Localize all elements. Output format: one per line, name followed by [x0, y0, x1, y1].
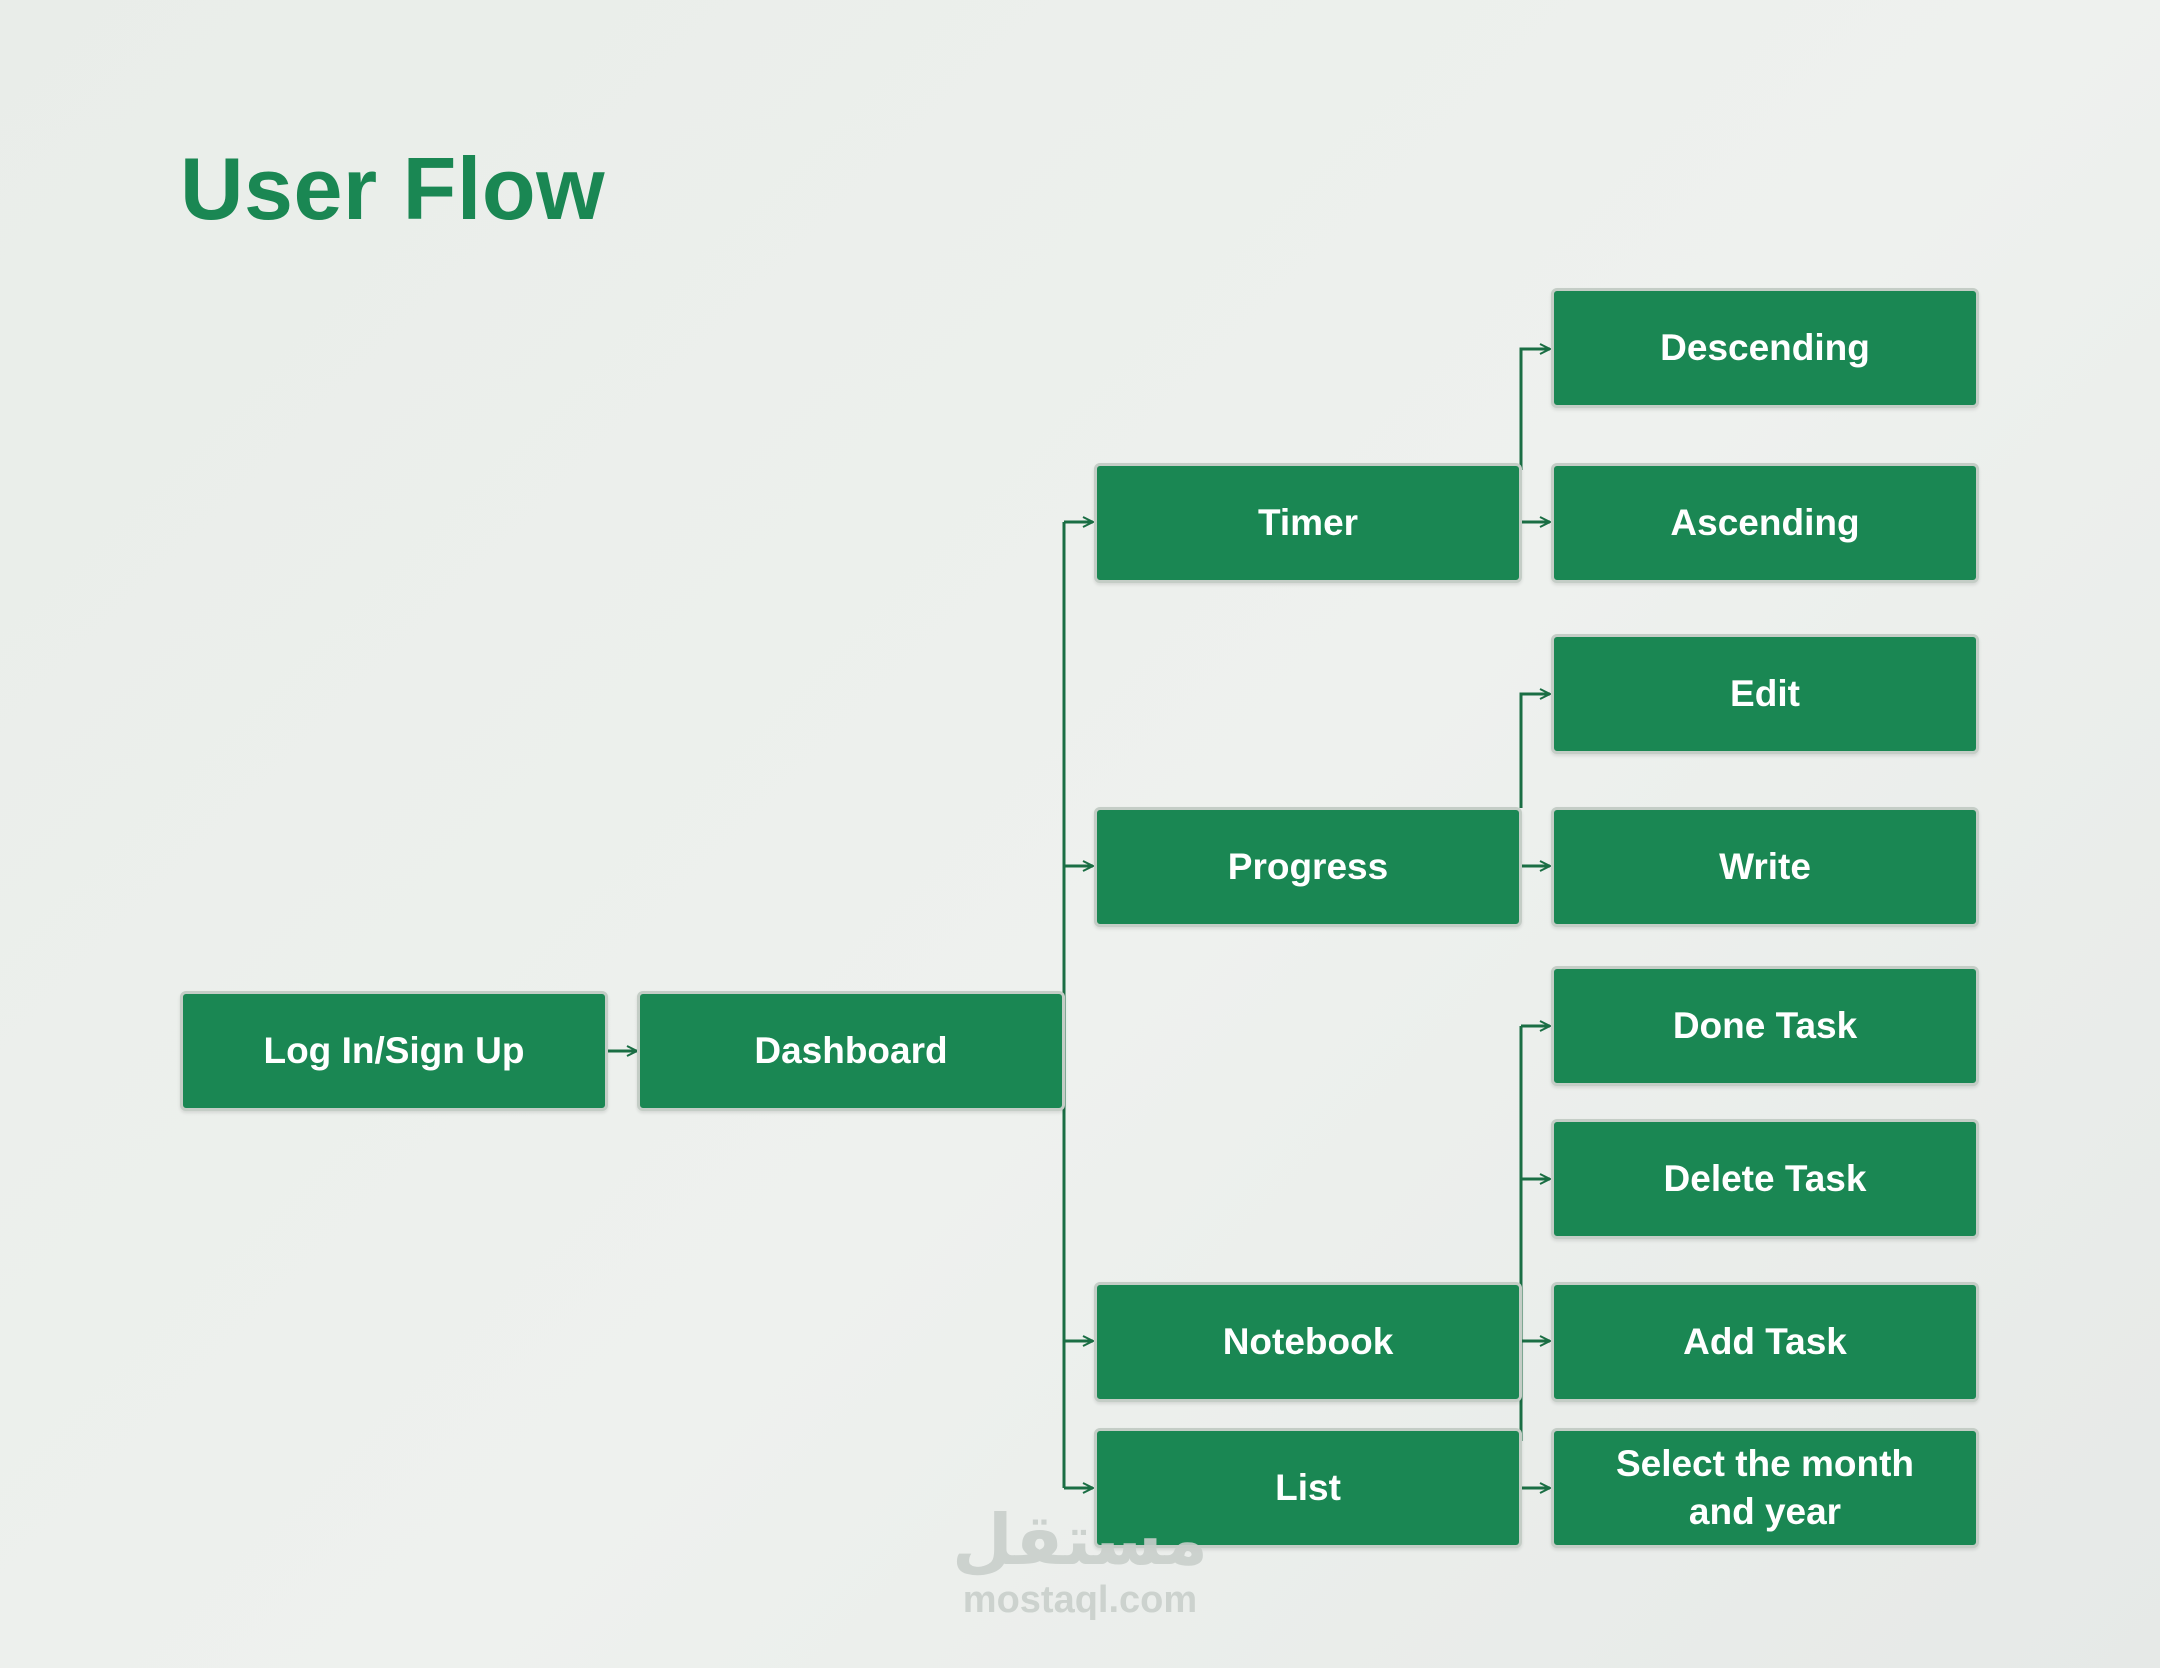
node-select-month-year-label: Select the month and year	[1615, 1443, 1915, 1532]
node-done-task: Done Task	[1551, 966, 1979, 1086]
node-select-month-year: Select the month and year	[1551, 1428, 1979, 1548]
watermark-arabic: مستقل	[951, 1499, 1208, 1581]
node-progress: Progress	[1094, 807, 1522, 927]
node-progress-label: Progress	[1227, 846, 1389, 887]
node-timer: Timer	[1094, 463, 1522, 583]
node-write-label: Write	[1719, 846, 1811, 887]
connector-timer-descending	[1519, 349, 1550, 470]
connector-progress-edit	[1519, 694, 1550, 808]
node-notebook-label: Notebook	[1222, 1321, 1394, 1362]
node-add-task: Add Task	[1551, 1282, 1979, 1402]
watermark: مستقل mostaql.com	[945, 1500, 1215, 1620]
node-list: List	[1094, 1428, 1522, 1548]
node-delete-task-label: Delete Task	[1663, 1158, 1867, 1199]
node-done-task-label: Done Task	[1672, 1005, 1858, 1046]
watermark-latin: mostaql.com	[962, 1579, 1198, 1621]
node-add-task-label: Add Task	[1683, 1321, 1847, 1362]
node-delete-task: Delete Task	[1551, 1119, 1979, 1239]
node-timer-label: Timer	[1257, 502, 1359, 543]
node-descending-label: Descending	[1660, 327, 1870, 368]
node-ascending-label: Ascending	[1670, 502, 1860, 543]
node-edit-label: Edit	[1730, 673, 1800, 714]
node-dashboard: Dashboard	[637, 991, 1065, 1111]
node-list-label: List	[1275, 1467, 1341, 1508]
page-title: User Flow	[180, 139, 606, 238]
node-dashboard-label: Dashboard	[754, 1030, 948, 1071]
node-notebook: Notebook	[1094, 1282, 1522, 1402]
node-descending: Descending	[1551, 288, 1979, 408]
node-login-signup-label: Log In/Sign Up	[263, 1030, 525, 1071]
node-edit: Edit	[1551, 634, 1979, 754]
node-write: Write	[1551, 807, 1979, 927]
node-ascending: Ascending	[1551, 463, 1979, 583]
node-login-signup: Log In/Sign Up	[180, 991, 608, 1111]
